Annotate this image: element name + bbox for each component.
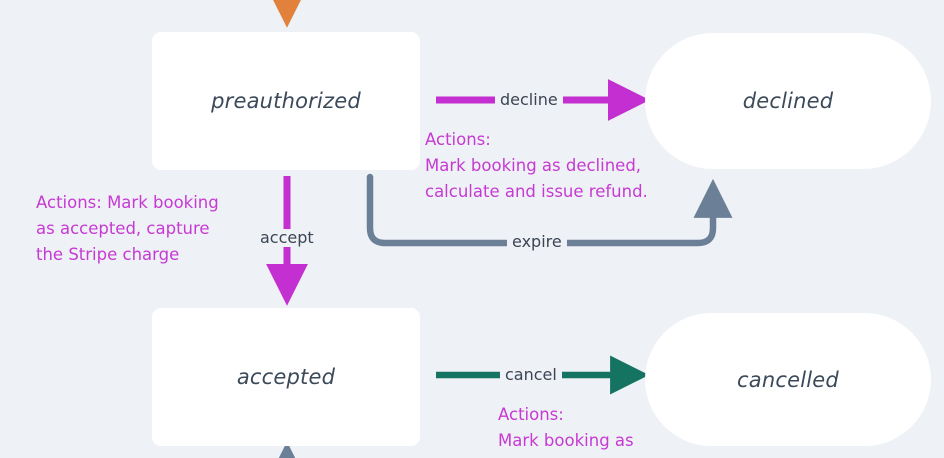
node-cancelled[interactable]: cancelled bbox=[645, 313, 931, 446]
node-accepted-label: accepted bbox=[236, 365, 336, 389]
note-cancel-actions: Actions: Mark booking as bbox=[498, 405, 634, 450]
edge-label-decline: decline bbox=[495, 91, 563, 109]
note-accept-actions: Actions: Mark booking as accepted, captu… bbox=[36, 193, 219, 264]
node-preauthorized[interactable]: preauthorized bbox=[152, 32, 420, 170]
node-declined-label: declined bbox=[742, 89, 834, 113]
edge-label-accept: accept bbox=[255, 229, 319, 247]
node-declined[interactable]: declined bbox=[645, 33, 931, 169]
node-preauthorized-label: preauthorized bbox=[211, 89, 361, 113]
node-cancelled-label: cancelled bbox=[737, 367, 839, 392]
edge-label-expire: expire bbox=[507, 233, 567, 251]
edge-label-cancel: cancel bbox=[500, 366, 562, 384]
node-accepted[interactable]: accepted bbox=[152, 308, 420, 446]
note-decline-actions: Actions: Mark booking as declined, calcu… bbox=[425, 130, 648, 201]
